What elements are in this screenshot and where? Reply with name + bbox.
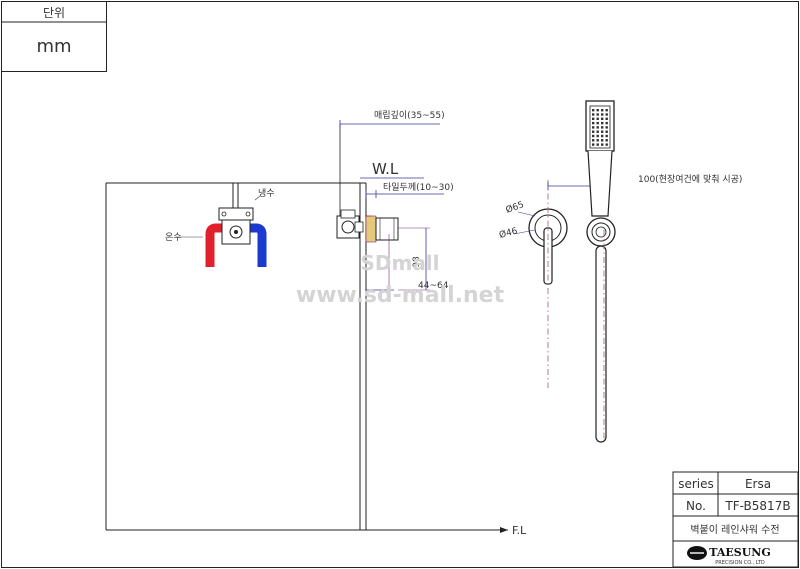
nozzle-dot [592, 126, 595, 129]
nozzle-dot [605, 130, 608, 133]
lever-handle-view [513, 180, 601, 388]
cold-pipe [245, 223, 267, 267]
nozzle-dot [605, 134, 608, 138]
nozzle-dot [601, 143, 604, 146]
nozzle-dot [601, 117, 604, 120]
title-block: series Ersa No. TF-B5817B 벽붙이 레인샤워 수전 TA… [672, 471, 799, 568]
dim-98-label: 98 [412, 256, 422, 268]
nozzle-dot [605, 117, 608, 120]
hot-label: 온수 [165, 232, 182, 243]
nozzle-dot [596, 134, 599, 138]
dim-44-64-label: 44~64 [418, 281, 449, 291]
unit-header: 단위 [43, 6, 65, 20]
hand-shower-view [585, 100, 616, 443]
brand-name: TAESUNG [709, 546, 771, 559]
hot-pipe [205, 223, 227, 267]
nozzle-dot [601, 139, 604, 142]
dimension-lines [339, 120, 444, 296]
nozzle-dot [592, 134, 595, 138]
nozzle-dot [601, 126, 604, 129]
brand-logo: TAESUNG PRECISION CO., LTD [687, 546, 771, 566]
watermark-line2: www.sd-mall.net [296, 283, 505, 308]
nozzle-dot [592, 113, 595, 116]
nozzle-dot [596, 139, 599, 142]
description: 벽붙이 레인샤워 수전 [690, 523, 779, 536]
nozzle-dot [592, 130, 595, 133]
nozzle-dot [601, 130, 604, 133]
valve-side-view [336, 124, 399, 243]
nozzle-dot [596, 117, 599, 120]
dia-46-label: Ø46 [498, 225, 519, 240]
nozzle-dot [605, 121, 608, 125]
watermark-line1: SDmall [360, 251, 439, 275]
nozzle-dot [601, 113, 604, 116]
nozzle-dot [596, 130, 599, 133]
nozzle-dot [592, 117, 595, 120]
nozzle-dot [596, 121, 599, 125]
unit-value: mm [36, 36, 71, 57]
nozzle-dot [605, 126, 608, 129]
dia-65-label: Ø65 [504, 199, 525, 216]
cold-label: 냉수 [258, 188, 275, 199]
wl-label: W.L [372, 160, 399, 178]
nozzle-dot [592, 139, 595, 142]
nozzle-dot [596, 126, 599, 129]
series-label: series [678, 477, 714, 491]
nozzle-dot [605, 109, 608, 112]
fl-label: F.L [512, 524, 527, 537]
nozzle-grid [592, 109, 608, 146]
brand-subtitle: PRECISION CO., LTD [715, 560, 765, 566]
valve-front-view [176, 183, 267, 267]
nozzle-dot [596, 143, 599, 146]
series-value: Ersa [745, 477, 771, 491]
nozzle-dot [601, 121, 604, 125]
nozzle-dot [596, 113, 599, 116]
no-value: TF-B5817B [724, 499, 790, 513]
no-label: No. [686, 499, 706, 513]
nozzle-dot [592, 121, 595, 125]
nozzle-dot [592, 143, 595, 146]
unit-box: 단위 mm [1, 1, 107, 72]
dim-100-label: 100(현장여건에 맞춰 시공) [638, 173, 742, 185]
nozzle-dot [592, 109, 595, 112]
tile-layer [365, 215, 377, 243]
nozzle-dot [605, 143, 608, 146]
nozzle-dot [601, 134, 604, 138]
embed-depth-label: 매립깊이(35~55) [374, 109, 445, 121]
nozzle-dot [596, 109, 599, 112]
nozzle-dot [605, 113, 608, 116]
nozzle-dot [601, 109, 604, 112]
nozzle-dot [605, 139, 608, 142]
tile-thickness-label: 타일두께(10~30) [383, 182, 454, 193]
